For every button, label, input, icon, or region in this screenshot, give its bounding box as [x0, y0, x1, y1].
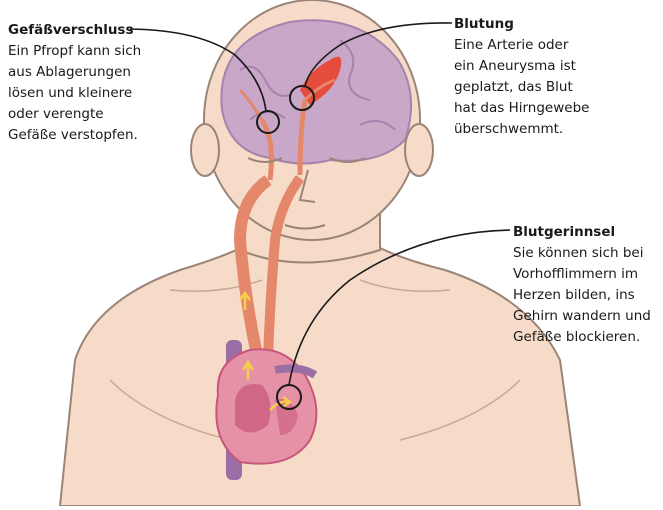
bleeding-text-line: Eine Arterie oder — [454, 35, 654, 56]
bleeding-text-line: überschwemmt. — [454, 119, 654, 140]
occlusion-text-line: oder verengte — [8, 104, 193, 125]
clot-text-line: Vorhofflimmern im — [513, 264, 661, 285]
occlusion-text-line: lösen und kleinere — [8, 83, 193, 104]
occlusion-text-line: aus Ablagerungen — [8, 62, 193, 83]
bleeding-text-line: geplatzt, das Blut — [454, 77, 654, 98]
clot-label: Blutgerinnsel Sie können sich bei Vorhof… — [513, 222, 661, 348]
heart-chamber — [235, 384, 270, 433]
clot-text-line: Gefäße blockieren. — [513, 327, 661, 348]
occlusion-text-line: Gefäße verstopfen. — [8, 125, 193, 146]
occlusion-text-line: Ein Pfropf kann sich — [8, 41, 193, 62]
ear-right — [405, 124, 433, 176]
clot-text-line: Gehirn wandern und — [513, 306, 661, 327]
clot-title: Blutgerinnsel — [513, 222, 661, 243]
bleeding-text-line: hat das Hirngewebe — [454, 98, 654, 119]
clot-text-line: Sie können sich bei — [513, 243, 661, 264]
occlusion-title: Gefäßverschluss — [8, 20, 193, 41]
clot-text-line: Herzen bilden, ins — [513, 285, 661, 306]
ear-left — [191, 124, 219, 176]
bleeding-label: Blutung Eine Arterie oder ein Aneurysma … — [454, 14, 654, 140]
bleeding-title: Blutung — [454, 14, 654, 35]
bleeding-text-line: ein Aneurysma ist — [454, 56, 654, 77]
occlusion-label: Gefäßverschluss Ein Pfropf kann sich aus… — [8, 20, 193, 146]
